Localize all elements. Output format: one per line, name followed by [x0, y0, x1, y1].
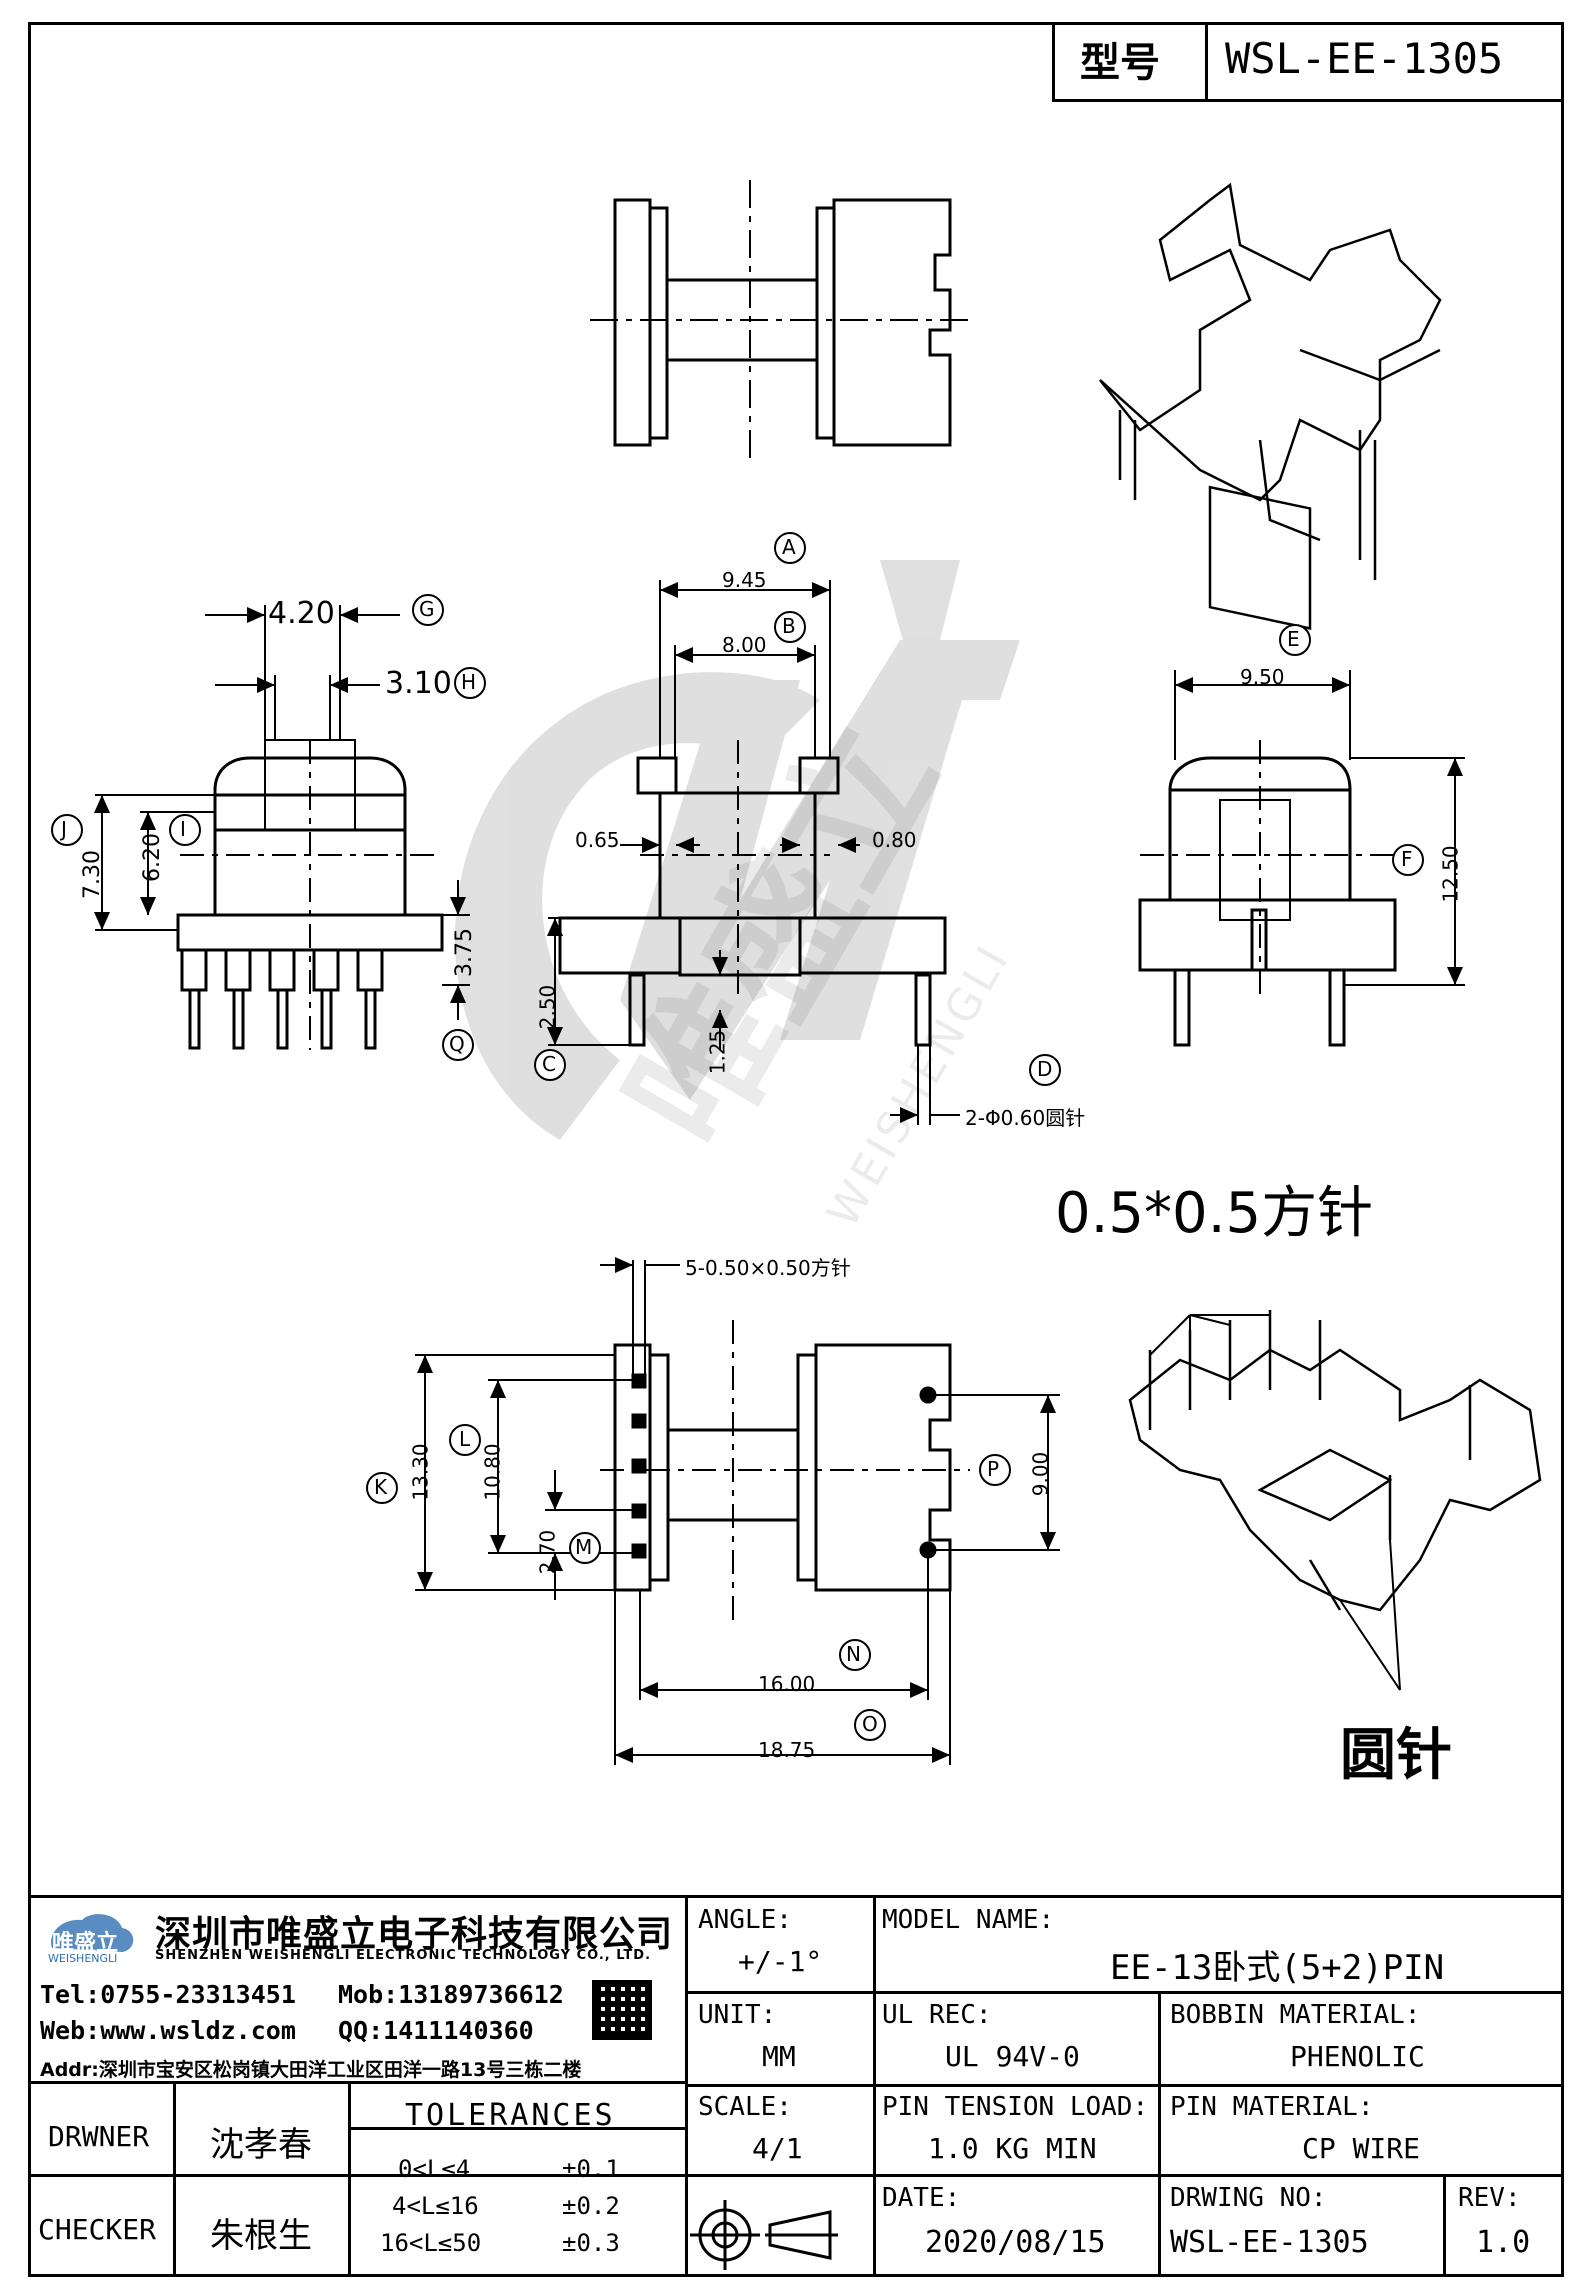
drawing-no-label: DRWING NO: [1170, 2183, 1327, 2213]
tolerances-label: TOLERANCES [405, 2098, 616, 2133]
type-label: 型号 [1080, 40, 1160, 86]
callout-q: Q [449, 1032, 465, 1056]
unit-label: UNIT: [698, 2000, 777, 2030]
rev-value: 1.0 [1476, 2225, 1531, 2260]
model-code: WSL-EE-1305 [1225, 34, 1504, 83]
projection-symbol [690, 2200, 840, 2270]
callout-p: P [987, 1457, 1000, 1481]
callout-n: N [846, 1642, 861, 1666]
dim-12-50: 12.50 [1438, 845, 1463, 903]
top-view [590, 180, 970, 460]
dim-9-45: 9.45 [722, 568, 767, 592]
pin-tension-value: 1.0 KG MIN [928, 2132, 1097, 2165]
company-logo-en: WEISHENGLI [48, 1952, 118, 1965]
dim-9-50: 9.50 [1240, 665, 1285, 689]
dim-0-80: 0.80 [872, 828, 917, 852]
model-name-label: MODEL NAME: [882, 1905, 1055, 1935]
bobbin-material-label: BOBBIN MATERIAL: [1170, 2000, 1421, 2030]
callout-c: C [542, 1052, 556, 1076]
company-web: Web:www.wsldz.com [40, 2016, 296, 2045]
company-qq: QQ:1411140360 [338, 2016, 534, 2045]
tol-range-2: 4<L≤16 [392, 2192, 479, 2220]
dim-13-30: 13.30 [408, 1443, 433, 1501]
rev-label: REV: [1458, 2183, 1521, 2213]
note-square-pin: 0.5*0.5方针 [1055, 1181, 1374, 1246]
tol-range-3: 16<L≤50 [380, 2229, 482, 2257]
company-tel: Tel:0755-23313451 [40, 1980, 296, 2009]
bottom-view [600, 1320, 970, 1620]
watermark-logo [455, 560, 1020, 1140]
angle-label: ANGLE: [698, 1905, 792, 1935]
callout-e: E [1287, 627, 1300, 651]
dim-18-75: 18.75 [758, 1738, 816, 1762]
isometric-view-bottom [1128, 1310, 1542, 1612]
dim-0-65: 0.65 [575, 828, 620, 852]
dim-2-50: 2.50 [535, 984, 560, 1030]
callout-b: B [782, 614, 796, 638]
dim-8-00: 8.00 [722, 633, 767, 657]
title-block [28, 1895, 1564, 2277]
scale-value: 4/1 [752, 2132, 803, 2165]
company-name-en: SHENZHEN WEISHENGLI ELECTRONIC TECHNOLOG… [155, 1948, 652, 1963]
dim-6-20: 6.20 [139, 833, 165, 882]
left-elevation [176, 739, 444, 1050]
model-name-value: EE-13卧式(5+2)PIN [1110, 1948, 1445, 1988]
drawing-no-value: WSL-EE-1305 [1170, 2225, 1369, 2260]
isometric-view-top [1099, 182, 1442, 630]
callout-f: F [1401, 847, 1413, 871]
pin-material-label: PIN MATERIAL: [1170, 2092, 1374, 2122]
callout-d: D [1037, 1057, 1053, 1081]
tol-range-1: 0<L≤4 [398, 2155, 471, 2183]
callout-i: I [180, 817, 186, 841]
type-header-box [1052, 22, 1564, 102]
technical-drawing [51, 180, 1542, 1765]
company-address: Addr:深圳市宝安区松岗镇大田洋工业区田洋一路13号三栋二楼 [40, 2059, 582, 2081]
checker-value: 朱根生 [210, 2216, 312, 2256]
unit-value: MM [762, 2040, 796, 2073]
qr-code [592, 1980, 652, 2040]
callout-o: O [862, 1712, 878, 1736]
dim-2-70: 2.70 [535, 1529, 560, 1575]
dim-9-00: 9.00 [1028, 1451, 1053, 1497]
date-value: 2020/08/15 [925, 2225, 1106, 2260]
dim-pin-round: 2-Φ0.60圆针 [965, 1106, 1086, 1130]
dim-4-20: 4.20 [268, 596, 335, 631]
callout-m: M [575, 1535, 593, 1559]
callout-l: L [459, 1427, 471, 1451]
dim-16-00: 16.00 [758, 1672, 816, 1696]
callout-g: G [419, 597, 435, 621]
drawer-value: 沈孝春 [210, 2125, 312, 2165]
callout-a: A [782, 535, 796, 559]
tol-value-2: ±0.2 [562, 2192, 620, 2220]
scale-label: SCALE: [698, 2092, 792, 2122]
ul-rec-label: UL REC: [882, 2000, 992, 2030]
company-mob: Mob:13189736612 [338, 1980, 564, 2009]
date-label: DATE: [882, 2183, 961, 2213]
side-elevation [1138, 740, 1397, 1047]
ul-rec-value: UL 94V-0 [945, 2040, 1080, 2073]
dim-pin-square: 5-0.50×0.50方针 [685, 1256, 851, 1280]
tol-value-3: ±0.3 [562, 2229, 620, 2257]
tol-value-1: ±0.1 [562, 2155, 620, 2183]
pin-material-value: CP WIRE [1302, 2132, 1421, 2165]
checker-label: CHECKER [38, 2213, 157, 2246]
dim-3-10: 3.10 [385, 666, 452, 701]
dim-10-80: 10.80 [480, 1443, 505, 1501]
bobbin-material-value: PHENOLIC [1290, 2040, 1425, 2073]
company-logo-cn: 唯盛立 [52, 1931, 119, 1956]
company-name-cn: 深圳市唯盛立电子科技有限公司 [155, 1914, 674, 1955]
pin-tension-label: PIN TENSION LOAD: [882, 2092, 1149, 2122]
callout-k: K [374, 1475, 388, 1499]
angle-value: +/-1° [738, 1945, 823, 1978]
note-round-pin: 圆针 [1340, 1723, 1452, 1788]
drawer-label: DRWNER [48, 2120, 150, 2153]
dim-7-30: 7.30 [79, 850, 105, 899]
dim-3-75: 3.75 [451, 928, 477, 977]
callout-h: H [461, 670, 477, 694]
callout-j: J [61, 817, 67, 841]
sheet-border [28, 22, 1564, 2277]
company-logo [42, 1908, 142, 1968]
